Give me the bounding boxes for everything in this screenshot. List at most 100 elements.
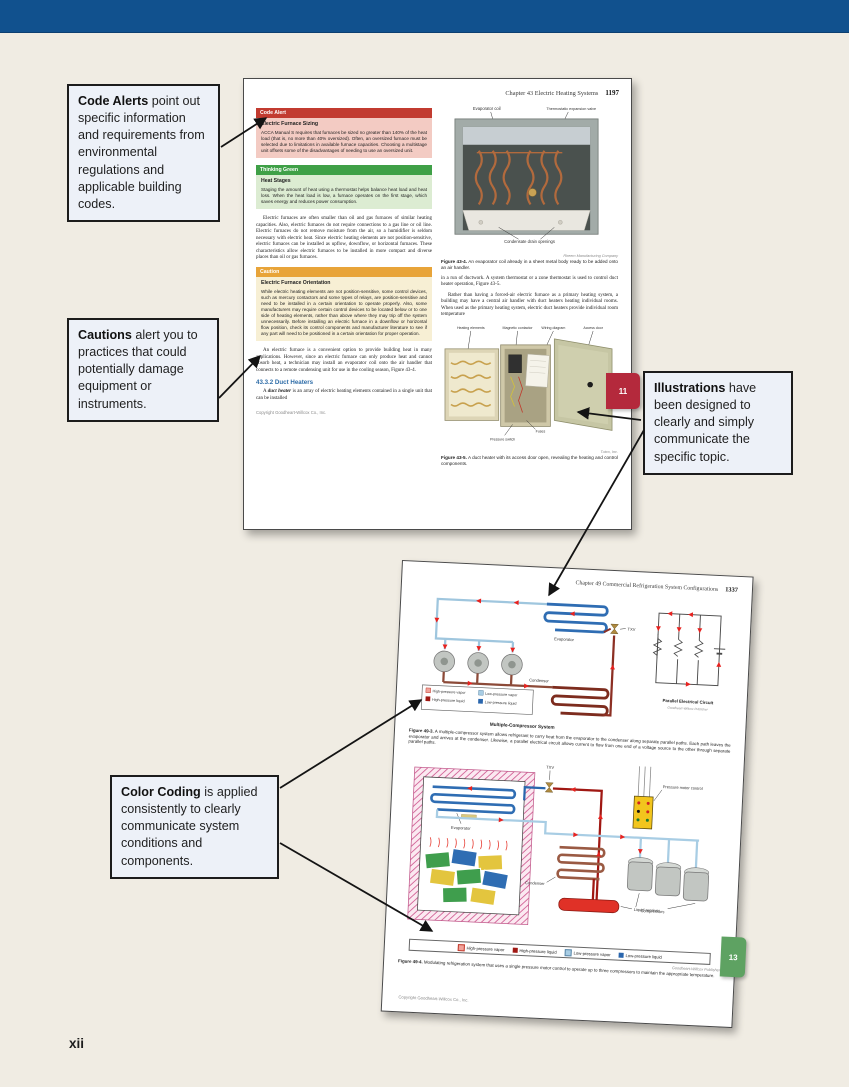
thinking-green-bar: Thinking Green (256, 165, 432, 176)
legend-hp-liquid-2: High-pressure liquid (519, 947, 557, 955)
evaporator-coil-diagram-2 (430, 785, 517, 815)
legend-lp-vapor: Low-pressure vapor (485, 692, 518, 698)
caution-bar: Caution (256, 266, 432, 277)
textbook-page-1197: Chapter 43 Electric Heating Systems 1197… (243, 78, 640, 530)
label-condenser-2: Condenser (525, 880, 546, 886)
duct-heater-post: is an array of electric heating elements… (256, 389, 433, 401)
label-evaporator: Evaporator (554, 636, 575, 642)
label-condensate-drain-openings: Condensate drain openings (504, 239, 555, 244)
callout-code-alerts-text: point out specific information and requi… (78, 94, 205, 211)
front-matter-page-number: xii (69, 1036, 85, 1051)
pressure-motor-control (632, 795, 654, 830)
page1-right-column: Evaporator coil Thermostatic expansion v… (441, 103, 618, 472)
legend-hp-vapor: High-pressure vapor (432, 689, 466, 695)
swatch-hp-liquid (512, 947, 518, 953)
paragraph-duct-heater: A duct heater is an array of electric he… (256, 389, 432, 402)
top-blue-bar (0, 0, 849, 33)
paragraph-electric-furnaces: Electric furnaces are often smaller than… (256, 216, 432, 261)
code-alert-bar: Code Alert (256, 108, 432, 118)
label-wiring-diagram: Wiring diagram (541, 326, 565, 330)
label-txv: TXV (628, 626, 636, 631)
caution-body: While electric heating elements are not … (261, 288, 427, 336)
figure-49-3-legend: High-pressure vapor High-pressure liquid… (420, 684, 534, 715)
legend-lp-liquid-2: Low-pressure liquid (625, 952, 662, 960)
code-alert-box: Code Alert Electric Furnace Sizing ACCA … (256, 108, 432, 159)
figure-43-5-caption: Figure 43-5. A duct heater with its acce… (441, 455, 618, 467)
callout-code-alerts-lead: Code Alerts (78, 94, 149, 108)
swatch-lp-liquid (618, 952, 624, 958)
legend-hp-vapor-2: High-pressure vapor (466, 945, 505, 953)
label-multiple-compressor-system: Multiple-Compressor System (490, 722, 555, 730)
label-heating-elements: Heating elements (457, 326, 485, 330)
door-knockout (587, 381, 593, 388)
label-evaporator-2: Evaporator (451, 825, 472, 831)
paragraph-primary-heating: Rather than having a forced-air electric… (441, 292, 618, 318)
condenser-coil-diagram-2 (556, 845, 606, 881)
wiring-diagram-paper (525, 353, 550, 388)
caution-box: Caution Electric Furnace Orientation Whi… (256, 266, 432, 342)
label-evaporator-coil: Evaporator coil (473, 106, 501, 111)
paragraph-ductwork: in a run of ductwork. A system thermosta… (441, 275, 618, 288)
figure-43-5-caption-label: Figure 43-5. (441, 455, 467, 461)
resistors (652, 638, 704, 658)
label-access-door: Access door (583, 326, 603, 330)
label-fuses: Fuses (536, 429, 546, 433)
page1-running-head: Chapter 43 Electric Heating Systems 1197 (256, 89, 619, 97)
magnetic-contactor (508, 354, 522, 373)
compressors-diagram-2 (626, 857, 710, 902)
legend-lp-vapor-2: Low-pressure vapor (573, 950, 611, 958)
figure-43-5-caption-text: A duct heater with its access door open,… (441, 455, 618, 467)
page2-copyright: Copyright Goodheart-Willcox Co., Inc. (398, 994, 469, 1003)
callout-illustrations: Illustrations have been designed to clea… (643, 371, 793, 475)
figure-43-4-caption-label: Figure 43-4. (441, 259, 468, 265)
figure-49-3-diagram: Evaporator TXV Condenser (420, 597, 636, 730)
txv-symbol-2 (544, 782, 554, 793)
label-compressors: Compressors (640, 908, 664, 914)
label-pressure-switch: Pressure switch (490, 437, 515, 441)
legend-lp-liquid: Low-pressure liquid (485, 700, 517, 705)
duct-heater-pre: A (263, 389, 268, 395)
thinking-green-box: Thinking Green Heat Stages Staging the a… (256, 165, 432, 210)
condenser-coil-diagram (550, 685, 610, 717)
figure-43-4-caption: Figure 43-4. An evaporator coil already … (441, 259, 618, 271)
chapter-tab-11: 11 (606, 373, 640, 409)
callout-color-coding: Color Coding is applied consistently to … (110, 775, 279, 879)
thinking-green-body: Staging the amount of heat using a therm… (261, 186, 427, 205)
label-condenser: Condenser (529, 677, 550, 683)
figure-43-4-credit: Rheem Manufacturing Company (563, 254, 618, 259)
label-liquid-receiver: Liquid receiver (634, 907, 661, 913)
page1-copyright: Copyright Goodheart-Willcox Co., Inc. (256, 410, 327, 416)
code-alert-body: ACCA Manual S requires that furnaces be … (261, 129, 427, 154)
swatch-hp-vapor (457, 943, 465, 952)
page1-chapter-title: Chapter 43 Electric Heating Systems (505, 90, 599, 97)
condensate-pan (462, 210, 591, 231)
figure-43-4-photo: Evaporator coil Thermostatic expansion v… (454, 106, 599, 244)
label-magnetic-contactor: Magnetic contactor (503, 326, 534, 330)
callout-color-coding-lead: Color Coding (121, 785, 201, 799)
copper-coils (474, 150, 563, 206)
callout-illustrations-lead: Illustrations (654, 381, 726, 395)
legend-hp-liquid: High-pressure liquid (432, 698, 465, 704)
txv-symbol (609, 623, 619, 635)
figure-43-5-credit: Tutco, Inc. (600, 450, 618, 455)
callout-color-coding-text: is applied consistently to clearly commu… (121, 785, 258, 868)
evaporator-coil-diagram (543, 602, 609, 634)
code-alert-title: Electric Furnace Sizing (261, 121, 319, 127)
page1-page-number: 1197 (605, 89, 619, 97)
label-txv-2: TXV (546, 764, 554, 769)
textbook-page-1337: Chapter 49 Commercial Refrigeration Syst… (380, 560, 754, 1029)
label-pressure-motor-control: Pressure motor control (663, 784, 703, 791)
section-heading-duct-heaters: 43.3.2 Duct Heaters (256, 379, 314, 387)
page2-chapter-title: Chapter 49 Commercial Refrigeration Syst… (575, 580, 719, 593)
compressors-diagram (433, 650, 523, 676)
figure-49-3-credit: Goodheart-Willcox Publisher (667, 706, 708, 712)
figure-43-5-photo: Heating elements Magnetic contactor Wiri… (444, 326, 613, 441)
chapter-tab-13: 13 (719, 936, 747, 978)
figure-49-4-caption-label: Figure 49-4. (397, 958, 423, 965)
swatch-lp-vapor (564, 948, 572, 957)
page1-left-column: Code Alert Electric Furnace Sizing ACCA … (256, 103, 432, 472)
callout-code-alerts: Code Alerts point out specific informati… (67, 84, 220, 222)
duct-heater-term: duct heater (267, 389, 292, 395)
parallel-circuit-diagram: Parallel Electrical Circuit Goodheart-Wi… (652, 611, 725, 712)
figure-49-4-diagram: Evaporator TXV Conden (407, 764, 710, 926)
